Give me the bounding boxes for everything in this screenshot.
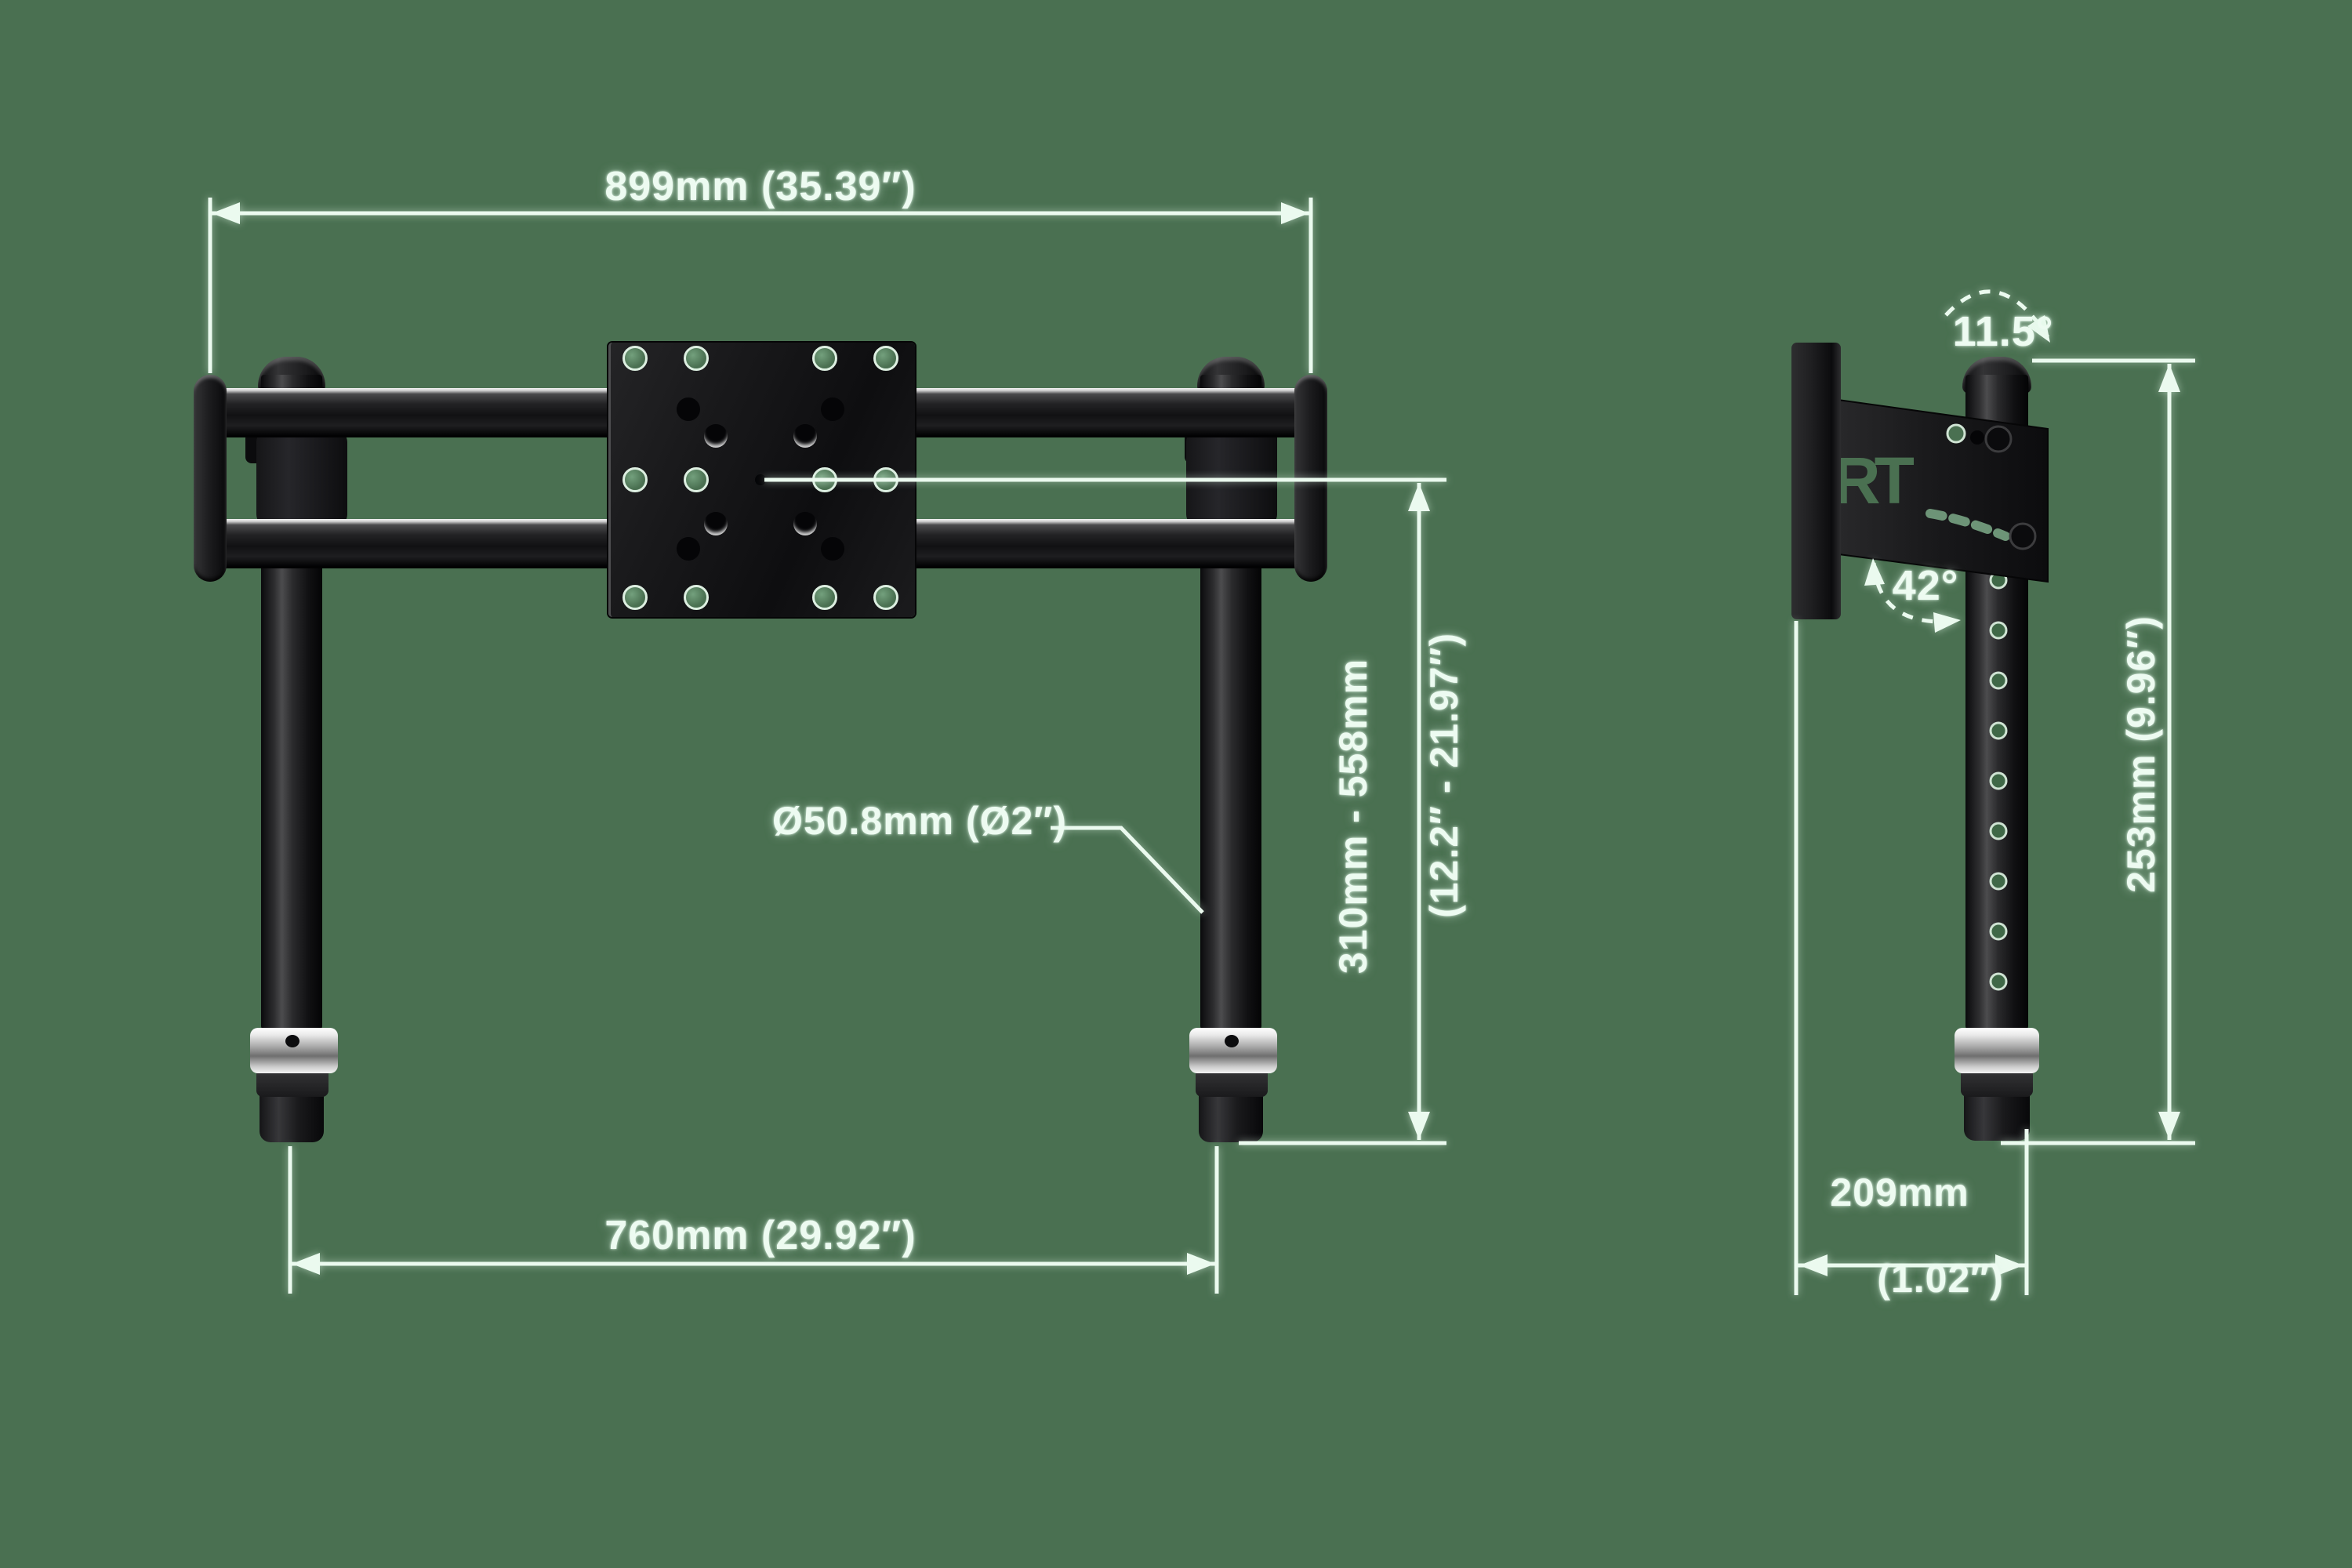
vesa-hole: [684, 585, 709, 610]
depth-dimension-label: 209mm (1.02″): [1778, 1171, 2021, 1301]
vesa-hole: [812, 585, 837, 610]
pole-spacing-dimension-label: 760mm (29.92″): [604, 1213, 916, 1258]
depth-line2: (1.02″): [1877, 1257, 2004, 1301]
vesa-hole: [684, 467, 709, 492]
pole-diameter-label: Ø50.8mm (Ø2″): [772, 799, 1067, 843]
pole-height-dimension-label: 253mm (9.96″): [2119, 615, 2163, 893]
tilt-angle-label: 11.5°: [1952, 308, 2054, 355]
pole-adjustment-holes: [1989, 571, 2008, 991]
pivot-bolt: [1984, 425, 2013, 453]
vesa-hole: [873, 585, 898, 610]
vesa-screw-hole: [793, 512, 817, 535]
bracket-hole-small: [1970, 430, 1984, 445]
right-sleeve-step: [1196, 1073, 1268, 1097]
vesa-hole: [873, 346, 898, 371]
height-range-dimension-label: 310mm - 558mm (12.2″ - 21.97″): [1330, 612, 1466, 1020]
vesa-screw-hole: [677, 537, 700, 561]
vesa-hole: [812, 346, 837, 371]
vesa-hole: [684, 346, 709, 371]
tilt-bracket: RT: [1826, 397, 2049, 583]
vesa-screw-hole: [677, 397, 700, 421]
height-range-line1: 310mm - 558mm: [1331, 658, 1375, 975]
leader-pole-diameter: [1051, 826, 1204, 914]
vesa-screw-hole: [704, 512, 728, 535]
tilt-slot: [1926, 509, 2010, 541]
side-pole-collar: [1955, 1028, 2039, 1073]
width-dimension-label: 899mm (35.39″): [604, 164, 916, 209]
vesa-hole: [622, 346, 648, 371]
bracket-hole: [1946, 423, 1966, 444]
collar-set-screw-hole: [285, 1035, 299, 1047]
side-sleeve-step: [1961, 1073, 2033, 1097]
vesa-screw-hole: [821, 397, 844, 421]
collar-set-screw-hole: [1225, 1035, 1239, 1047]
vesa-center-hole: [755, 474, 766, 485]
slot-bolt: [2009, 522, 2037, 550]
left-pole-clamp: [256, 430, 347, 527]
left-rail-endcap: [194, 375, 227, 582]
vesa-screw-hole: [704, 424, 728, 448]
left-sleeve-step: [256, 1073, 328, 1097]
height-range-line2: (12.2″ - 21.97″): [1422, 632, 1466, 918]
depth-line1: 209mm: [1830, 1171, 1969, 1214]
tilt-arc: [1944, 289, 2050, 339]
vesa-hole: [622, 467, 648, 492]
wall-plate: [1791, 343, 1841, 619]
rt-logo-cutout: RT: [1833, 444, 1915, 517]
vesa-hole: [622, 585, 648, 610]
vesa-screw-hole: [793, 424, 817, 448]
vesa-screw-hole: [821, 537, 844, 561]
swivel-angle-label: 42°: [1892, 562, 1959, 609]
dimension-arrowheads: [212, 202, 2180, 1276]
